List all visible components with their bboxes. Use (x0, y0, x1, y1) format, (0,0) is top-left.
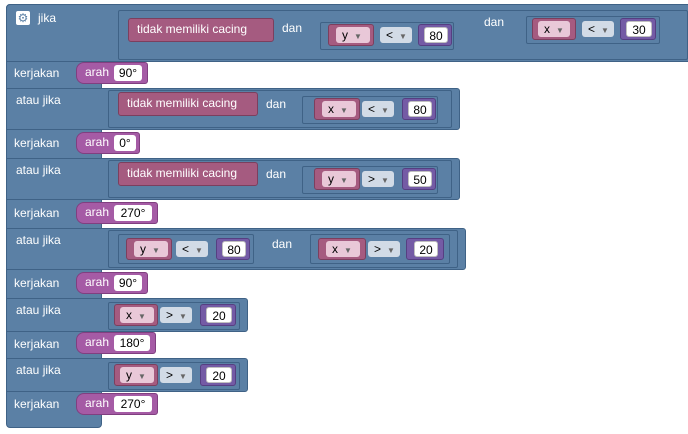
direction-value[interactable]: 0° (114, 135, 136, 151)
chevron-down-icon: ▼ (340, 176, 348, 185)
chevron-down-icon: ▼ (138, 372, 146, 381)
number-field[interactable]: 80 (408, 101, 432, 117)
chevron-down-icon: ▼ (381, 106, 389, 115)
direction-value[interactable]: 270° (114, 205, 152, 221)
operator-dropdown[interactable]: <▼ (362, 101, 394, 117)
elseif-label: atau jika (16, 163, 61, 177)
do-label: kerjakan (14, 206, 60, 220)
operator-dropdown[interactable]: >▼ (368, 241, 400, 257)
operator-dropdown[interactable]: >▼ (160, 367, 192, 383)
no-worm-block[interactable]: tidak memiliki cacing (118, 92, 258, 116)
operator-dropdown[interactable]: >▼ (362, 171, 394, 187)
do-label: kerjakan (14, 276, 60, 290)
var-dropdown[interactable]: y▼ (322, 171, 356, 187)
direction-value[interactable]: 90° (114, 65, 142, 81)
elseif-label: atau jika (16, 303, 61, 317)
and-label: dan (266, 167, 287, 181)
number-field[interactable]: 80 (222, 241, 246, 257)
direction-value[interactable]: 270° (114, 396, 152, 412)
elseif-label: atau jika (16, 363, 61, 377)
chevron-down-icon: ▼ (601, 26, 609, 35)
direction-value[interactable]: 90° (114, 275, 142, 291)
var-dropdown[interactable]: x▼ (322, 101, 356, 117)
do-label: kerjakan (14, 397, 60, 411)
chevron-down-icon: ▼ (354, 32, 362, 41)
chevron-down-icon: ▼ (399, 32, 407, 41)
elseif-label: atau jika (16, 233, 61, 247)
chevron-down-icon: ▼ (387, 246, 395, 255)
number-field[interactable]: 20 (206, 307, 232, 323)
do-label: kerjakan (14, 66, 60, 80)
chevron-down-icon: ▼ (195, 246, 203, 255)
chevron-down-icon: ▼ (179, 372, 187, 381)
chevron-down-icon: ▼ (138, 312, 146, 321)
chevron-down-icon: ▼ (381, 176, 389, 185)
operator-dropdown[interactable]: <▼ (176, 241, 208, 257)
var-dropdown[interactable]: y▼ (134, 241, 168, 257)
operator-dropdown[interactable]: >▼ (160, 307, 192, 323)
chevron-down-icon: ▼ (556, 26, 564, 35)
var-dropdown[interactable]: x▼ (538, 21, 570, 37)
chevron-down-icon: ▼ (179, 312, 187, 321)
do-label: kerjakan (14, 136, 60, 150)
elseif-label: atau jika (16, 93, 61, 107)
number-field[interactable]: 20 (414, 241, 438, 257)
gear-icon[interactable]: ⚙ (16, 11, 30, 25)
var-dropdown[interactable]: x▼ (120, 307, 154, 323)
number-field[interactable]: 80 (424, 27, 448, 43)
number-field[interactable]: 30 (626, 21, 652, 37)
number-field[interactable]: 50 (408, 171, 432, 187)
do-label: kerjakan (14, 337, 60, 351)
var-dropdown[interactable]: y▼ (336, 27, 370, 43)
var-dropdown[interactable]: y▼ (120, 367, 154, 383)
direction-value[interactable]: 180° (114, 335, 150, 351)
operator-dropdown[interactable]: <▼ (380, 27, 412, 43)
and-label: dan (266, 97, 287, 111)
and-label: dan (484, 15, 505, 29)
and-label: dan (272, 237, 293, 251)
chevron-down-icon: ▼ (340, 106, 348, 115)
number-field[interactable]: 20 (206, 367, 232, 383)
no-worm-block[interactable]: tidak memiliki cacing (128, 18, 274, 42)
chevron-down-icon: ▼ (152, 246, 160, 255)
if-label: jika (38, 11, 57, 25)
chevron-down-icon: ▼ (344, 246, 352, 255)
and-label: dan (282, 21, 303, 35)
operator-dropdown[interactable]: <▼ (582, 21, 614, 37)
no-worm-block[interactable]: tidak memiliki cacing (118, 162, 258, 186)
var-dropdown[interactable]: x▼ (326, 241, 360, 257)
